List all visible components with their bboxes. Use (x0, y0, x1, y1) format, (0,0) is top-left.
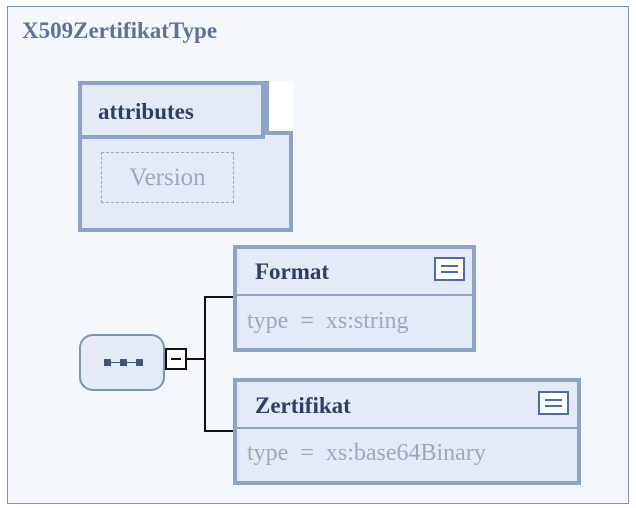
sequence-icon (104, 357, 144, 367)
complex-type-title: X509ZertifikatType (22, 18, 218, 43)
collapse-minus-icon[interactable] (165, 348, 187, 370)
attribute-version[interactable]: Version (101, 152, 234, 203)
attributes-label: attributes (98, 99, 194, 124)
element-zertifikat-type: type = xs:base64Binary (247, 440, 486, 466)
connector-to-zertifikat (204, 430, 234, 432)
element-zertifikat-divider (237, 427, 577, 429)
element-zertifikat[interactable] (233, 378, 581, 485)
element-format-name: Format (255, 259, 330, 284)
attributes-corner (265, 81, 293, 135)
attributes-header (78, 81, 265, 139)
element-format-divider (237, 294, 472, 296)
element-zertifikat-name: Zertifikat (255, 393, 351, 418)
documentation-icon[interactable] (538, 391, 569, 415)
connector-branch-vertical (204, 296, 206, 431)
documentation-icon[interactable] (434, 257, 465, 281)
connector-seq-to-branch (187, 358, 205, 360)
connector-to-format (204, 296, 234, 298)
element-format-type: type = xs:string (247, 308, 409, 334)
